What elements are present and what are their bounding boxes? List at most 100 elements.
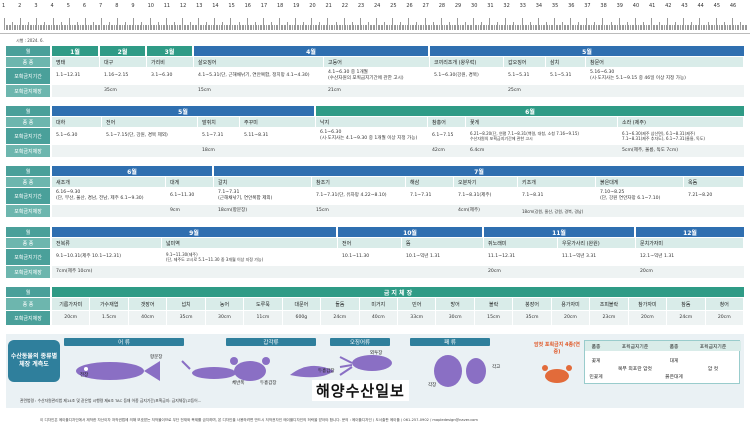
ruler-tick [117, 18, 119, 30]
ruler-minor-tick [639, 25, 641, 30]
species-name: 갯장어 [128, 298, 168, 310]
ruler-minor-tick [379, 25, 381, 30]
ruler-tick [586, 18, 588, 30]
ruler-minor-tick [574, 25, 576, 30]
ruler-minor-tick [277, 25, 279, 30]
period-cell: 4.1~6.30 중 1개월 (수산자원의 포획금지기간에 관한 고시) [328, 70, 404, 81]
size-label: 포획금지체장 [6, 205, 50, 217]
size-row-bg [52, 85, 744, 97]
ruler-number: 20 [309, 3, 316, 9]
ruler-minor-tick [623, 25, 625, 30]
ruler-minor-tick [500, 25, 502, 30]
ruler-minor-tick [739, 22, 741, 30]
ruler-minor-tick [269, 25, 271, 30]
ruler-minor-tick [654, 25, 656, 30]
ruler-tick [650, 18, 652, 30]
ruler-number: 12 [179, 3, 187, 9]
ruler-tick [36, 18, 38, 30]
ruler-minor-tick [212, 25, 214, 30]
ruler-minor-tick [49, 25, 51, 30]
species-name: 해삼 [406, 177, 454, 187]
ruler-minor-tick [587, 25, 589, 30]
ruler-minor-tick [450, 25, 452, 30]
size-cell: 20cm [551, 311, 591, 325]
ruler-minor-tick [282, 25, 284, 30]
month-head: 6월 [316, 106, 744, 116]
ruler-minor-tick [319, 22, 321, 30]
ruler-number: 38 [600, 3, 607, 9]
ruler-minor-tick [600, 25, 602, 30]
ruler-minor-tick [130, 25, 132, 30]
ruler-minor-tick [191, 25, 193, 30]
measure-label: 각장 [428, 383, 437, 388]
ruler-tick [4, 18, 5, 30]
species-name: 새조개 [52, 177, 166, 187]
ruler-minor-tick [421, 25, 423, 30]
ruler-minor-tick [597, 25, 599, 30]
ruler-minor-tick [443, 25, 445, 30]
month-head: 5월 [52, 106, 314, 116]
ruler-minor-tick [416, 22, 418, 30]
ruler-minor-tick [296, 25, 298, 30]
ruler-minor-tick [668, 25, 670, 30]
ruler-minor-tick [659, 22, 661, 30]
female-crab-title: 암컷 포획금지 4종(연중) [533, 342, 581, 355]
ruler-minor-tick [730, 25, 732, 30]
ruler-minor-tick [83, 25, 85, 30]
ruler-minor-tick [616, 25, 618, 30]
period-cell: 7.1~8.31 [522, 193, 544, 199]
ruler-minor-tick [178, 25, 180, 30]
species-name: 대게 [166, 177, 214, 187]
ruler-minor-tick [199, 25, 201, 30]
size-cell: 9cm [170, 208, 180, 214]
ruler-minor-tick [102, 25, 104, 30]
ruler-minor-tick [241, 25, 243, 30]
ruler-minor-tick [426, 25, 428, 30]
ruler-minor-tick [516, 25, 518, 30]
ruler-minor-tick [714, 25, 716, 30]
ruler-number: 1 [2, 3, 6, 9]
ruler-minor-tick [314, 25, 316, 30]
ruler-minor-tick [519, 25, 521, 30]
footer-text: 이 디자인은 메이플디자인에서 제작한 자산이자 저작권법에 의해 보호받는 저… [40, 418, 478, 422]
period-cell: 7.21~8.20 [688, 193, 713, 199]
ruler-minor-tick [468, 25, 470, 30]
ruler-minor-tick [464, 22, 466, 30]
ruler-minor-tick [578, 22, 580, 30]
ruler-minor-tick [238, 22, 240, 30]
ruler-minor-tick [34, 25, 36, 30]
ruler-minor-tick [332, 25, 334, 30]
ruler-minor-tick [380, 25, 382, 30]
period-cell: 10.1~익년 1.31 [406, 254, 441, 260]
species-name: 참조기 [312, 177, 406, 187]
species-name: 주꾸미 [240, 117, 316, 127]
period-cell: 5.11~8.31 [244, 133, 269, 139]
species-label: 종 종 [6, 177, 50, 187]
measure-label: 체반폭 [232, 381, 245, 386]
ruler-minor-tick [595, 25, 597, 30]
ruler-minor-tick [429, 25, 431, 30]
ruler-minor-tick [576, 25, 578, 30]
species-name: 삼치 [546, 57, 586, 67]
ruler-minor-tick [540, 25, 542, 30]
size-cell: 24cm [321, 311, 360, 325]
ruler-minor-tick [75, 25, 77, 30]
ruler-minor-tick [160, 25, 162, 30]
ruler-minor-tick [484, 25, 486, 30]
ruler-minor-tick [50, 25, 52, 30]
ruler-minor-tick [636, 25, 638, 30]
ruler-minor-tick [686, 25, 688, 30]
ruler-minor-tick [735, 25, 737, 30]
ruler-number: 40 [632, 3, 640, 9]
ruler-tick [165, 18, 167, 30]
ruler-minor-tick [367, 22, 369, 30]
size-cell: 5cm(제주, 울릉, 독도 7cm) [622, 148, 679, 154]
ruler-minor-tick [266, 25, 268, 30]
ruler-minor-tick [201, 25, 203, 30]
ruler-minor-tick [448, 22, 450, 30]
ruler-minor-tick [274, 25, 276, 30]
ruler-tick [424, 18, 426, 30]
ruler-minor-tick [185, 25, 187, 30]
ruler-minor-tick [628, 25, 630, 30]
